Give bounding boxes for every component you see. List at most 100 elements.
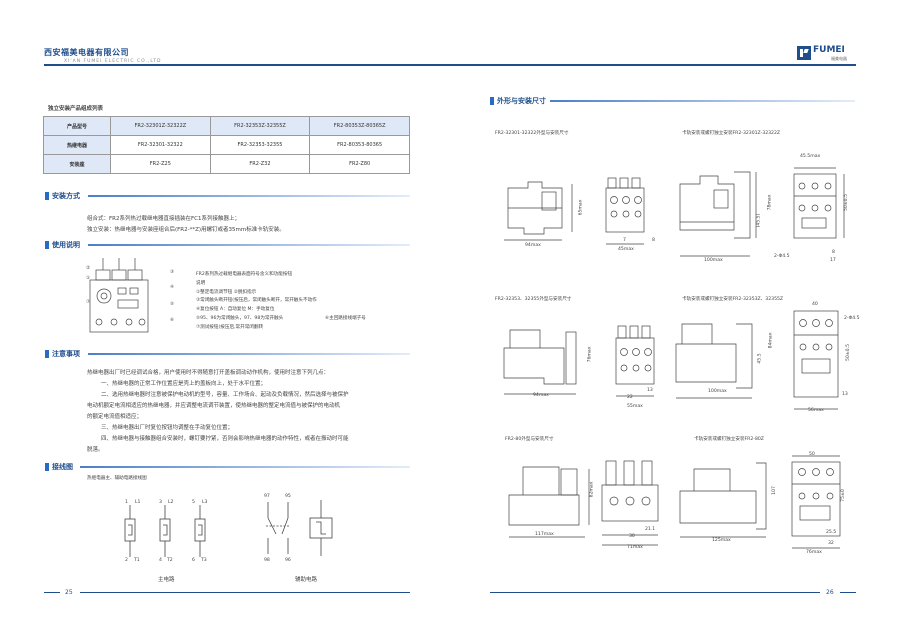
callout: ② <box>86 266 91 271</box>
dimension-label: 40 <box>812 302 818 307</box>
dimension-label: 21.1 <box>645 527 656 532</box>
note-line: 四、热继电器与接触器组合安装时，螺钉要拧紧，否则会影响热继电器的动作特性，或者在… <box>101 436 349 442</box>
table-cell: FR2-32353-32355 <box>209 135 311 155</box>
install-line-2: 独立安装：热继电器与安装座组合后(FR2-**Z)用螺钉或者35mm标准卡轨安装… <box>87 227 285 233</box>
callout: ⑦ <box>86 300 91 305</box>
terminal-label: 1 <box>125 500 128 505</box>
dimension-label: (45.5) <box>756 213 762 228</box>
company-name-en: XI'AN FUMEI ELECTRIC CO.,LTD <box>64 59 162 64</box>
dimension-label: 100max <box>704 258 723 263</box>
page-number-left: 25 <box>65 589 73 596</box>
terminal-label: 5 <box>192 500 195 505</box>
table-cell: FR2-Z32 <box>209 154 311 174</box>
table-cell: FR2-Z80 <box>309 154 410 174</box>
section-marker <box>490 97 494 105</box>
footer-rule <box>490 592 820 593</box>
logo-mark-icon <box>797 46 811 60</box>
terminal-label: 4 <box>159 558 162 563</box>
dimension-label: 94max <box>533 393 549 398</box>
section-rule <box>88 244 410 246</box>
note-line: 二、选用热继电器时注意被保护电动机的型号，容量、工作场合、起动及负载情况，然后选… <box>101 392 349 398</box>
table-cell: FR2-Z25 <box>110 154 211 174</box>
brand-logo: FUMEI 福美电器 <box>797 45 857 63</box>
note-line: 一、热继电器的正常工作位置应是壳上的盖板向上，处于水平位置； <box>101 381 267 387</box>
terminal-label: 97 <box>264 494 270 499</box>
mount-drawing-row3-front <box>791 455 841 549</box>
dimension-label: 22 <box>627 395 633 400</box>
usage-item: ⑥主回路接线端子号 <box>325 316 366 321</box>
section-marker <box>45 241 49 249</box>
section-marker <box>45 350 49 358</box>
section-title-install: 安装方式 <box>52 192 80 200</box>
aux-circuit-label: 辅助电路 <box>295 577 318 583</box>
header-rule <box>44 64 856 66</box>
drawing-title: 卡轨安装或螺钉独立安装FR2-32353Z、32355Z <box>682 297 784 302</box>
dimension-label: 45max <box>618 247 634 252</box>
terminal-label: L1 <box>135 500 141 505</box>
terminal-label: 95 <box>285 494 291 499</box>
dimension-label: 71max <box>627 545 643 550</box>
table-cell: 安装座 <box>43 154 111 174</box>
terminal-label: T1 <box>134 558 140 563</box>
table-cell: 产品型号 <box>43 116 111 136</box>
outline-drawing-row2-front <box>615 325 655 397</box>
footer-rule <box>80 592 410 593</box>
table-caption: 独立安装产品组成列表 <box>48 106 104 112</box>
terminal-label: L2 <box>168 500 174 505</box>
terminal-label: 96 <box>285 558 291 563</box>
mount-drawing-row1-front <box>793 167 845 239</box>
callout: ⑥ <box>170 318 175 323</box>
callout: ③ <box>170 270 175 275</box>
dimension-label: 2-Φ4.5 <box>844 316 860 321</box>
mount-drawing-row2-front <box>793 310 839 410</box>
usage-item: ⑦测试按钮(按压后,常开常闭翻转 <box>196 325 264 330</box>
table-cell: FR2-80353Z-80365Z <box>309 116 410 136</box>
terminal-label: L3 <box>202 500 208 505</box>
section-rule <box>80 466 410 468</box>
table-row: 热继电器 FR2-32301-32322 FR2-32353-32355 FR2… <box>43 135 410 155</box>
company-name-cn: 西安福美电器有限公司 <box>44 48 129 57</box>
table-cell: FR2-32301Z-32322Z <box>110 116 211 136</box>
dimension-label: 117max <box>535 532 554 537</box>
callout: ⑤ <box>170 302 175 307</box>
dimension-label: 17 <box>830 258 836 263</box>
dimension-label: 84max <box>768 332 774 349</box>
section-title-dimensions: 外形与安装尺寸 <box>497 97 546 105</box>
usage-item: ④复位按钮 A：自动复位 M：手动复位 <box>196 307 275 312</box>
callout: ④ <box>170 285 175 290</box>
table-cell: FR2-80353-80365 <box>309 135 410 155</box>
dimension-label: 50 <box>809 452 815 457</box>
drawing-title: FR2-32301-32322外型与安装尺寸 <box>495 131 569 136</box>
dimension-label: 25.5 <box>826 530 837 535</box>
mount-drawing-row2-side <box>675 323 753 399</box>
terminal-label: T3 <box>201 558 207 563</box>
drawing-title: FR2-80外型与安装尺寸 <box>505 437 554 442</box>
outline-drawing-row1-front <box>605 177 645 245</box>
section-title-usage: 使用说明 <box>52 241 80 249</box>
dimension-label: 76max <box>806 550 822 555</box>
logo-text: FUMEI <box>813 45 845 55</box>
dimension-label: 107 <box>771 486 777 495</box>
usage-item: ①整定电流调节钮 ②脱扣指示 <box>196 290 257 295</box>
section-title-wiring: 接线图 <box>52 463 73 471</box>
dimension-label: 45.5 <box>757 353 763 364</box>
dimension-label: 94max <box>525 243 541 248</box>
table-cell: 热继电器 <box>43 135 111 155</box>
dimension-label: 13 <box>647 388 653 393</box>
main-circuit-label: 主电路 <box>158 577 175 583</box>
drawing-title: 卡轨安装或螺钉独立安装FR2-32301Z-32322Z <box>682 131 781 136</box>
logo-subtext: 福美电器 <box>831 56 847 61</box>
outline-drawing-row1-side <box>504 181 573 241</box>
dimension-label: 50±0.5 <box>846 343 852 362</box>
footer-rule <box>840 592 856 593</box>
note-line: 三、热继电器出厂时复位按钮均调整在手动复位位置； <box>101 425 234 431</box>
dimension-label: 76max <box>587 346 593 363</box>
section-marker <box>45 463 49 471</box>
terminal-label: 2 <box>125 558 128 563</box>
dimension-label: 75±0 <box>840 489 846 502</box>
dimension-label: 56max <box>808 408 824 413</box>
table-cell: FR2-32353Z-32355Z <box>209 116 311 136</box>
drawing-title: FR2-32353、32355外型与安装尺寸 <box>495 297 572 302</box>
section-rule <box>88 195 410 197</box>
dimension-label: 50±0.5 <box>844 193 850 212</box>
